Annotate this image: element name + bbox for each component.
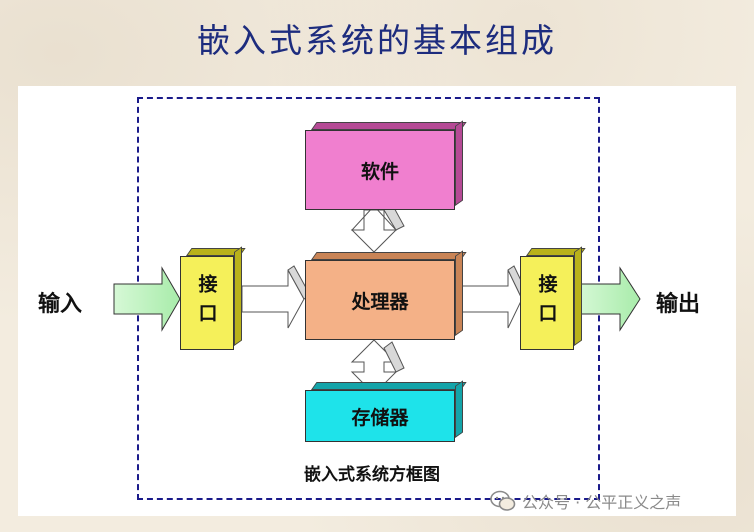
processor-block: 处理器: [305, 250, 467, 340]
diagram-caption: 嵌入式系统方框图: [304, 465, 440, 485]
storage-block: 存储器: [305, 380, 467, 442]
processor-to-interface-arrow: [461, 269, 523, 329]
watermark: 公众号 · 公平正义之声: [490, 488, 730, 514]
watermark-text: 公众号 · 公平正义之声: [522, 493, 682, 512]
right-interface-label: 接口: [520, 256, 574, 350]
storage-label: 存储器: [305, 390, 455, 442]
interface-to-processor-arrow: [241, 269, 305, 329]
left-interface-label: 接口: [180, 256, 234, 350]
input-arrow: [113, 266, 181, 332]
left-interface-block: 接口: [180, 246, 246, 350]
input-label: 输入: [38, 292, 83, 317]
wechat-icon: [490, 490, 516, 511]
output-arrow: [577, 266, 641, 332]
processor-label: 处理器: [305, 260, 455, 340]
output-label: 输出: [656, 292, 701, 317]
page-title: 嵌入式系统的基本组成: [197, 21, 557, 60]
right-interface-block: 接口: [520, 246, 586, 350]
software-label: 软件: [305, 130, 455, 210]
software-block: 软件: [305, 120, 467, 210]
